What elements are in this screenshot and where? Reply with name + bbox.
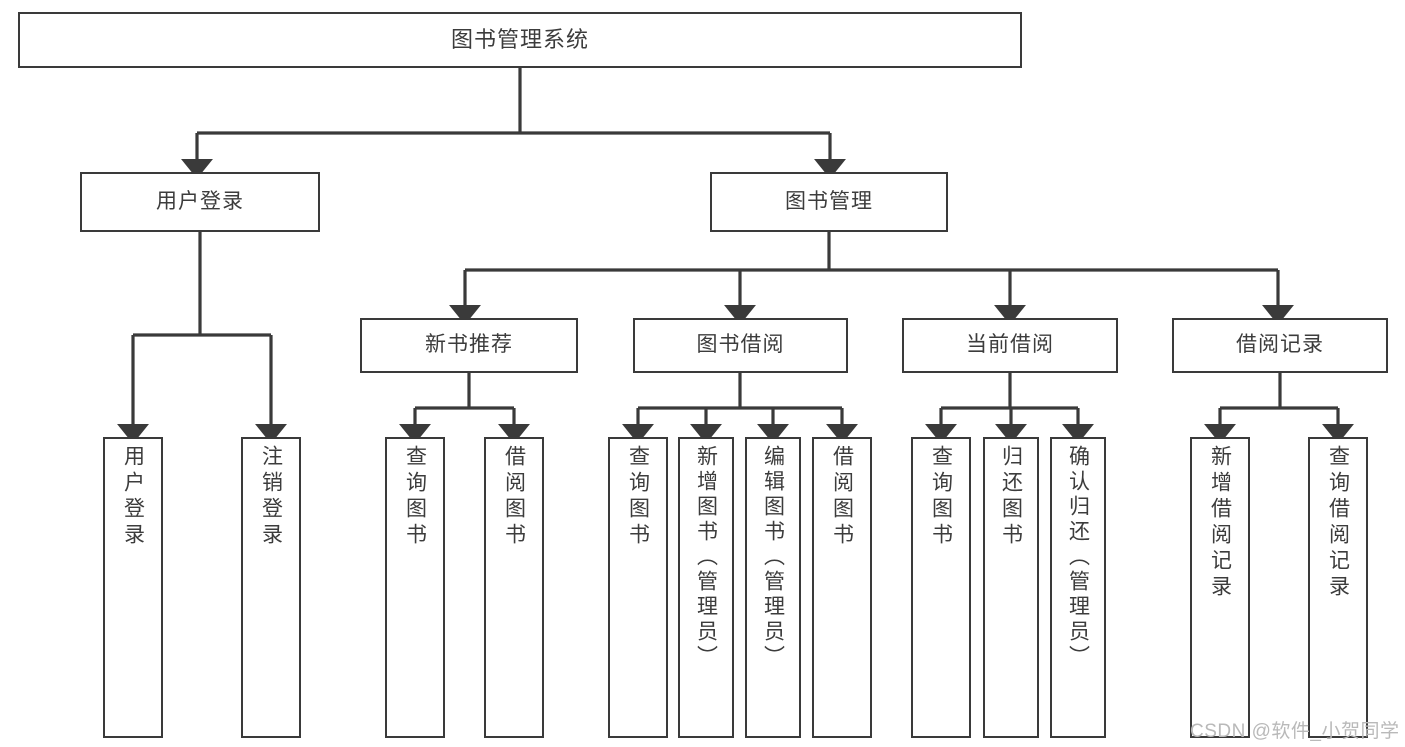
node-book-borrow[interactable]: 图书借阅 bbox=[633, 318, 848, 373]
node-label: 确认归还（管理员） bbox=[1066, 445, 1090, 670]
node-label: 借阅记录 bbox=[1236, 333, 1324, 357]
node-leaf-add-borrow-record[interactable]: 新增借阅记录 bbox=[1190, 437, 1250, 738]
node-user-login[interactable]: 用户登录 bbox=[80, 172, 320, 232]
node-label: 新增借阅记录 bbox=[1208, 445, 1232, 601]
node-label: 借阅图书 bbox=[830, 445, 854, 549]
node-label: 新增图书（管理员） bbox=[694, 445, 718, 670]
node-label: 查询图书 bbox=[626, 445, 650, 549]
node-label: 图书管理 bbox=[785, 189, 873, 213]
node-label: 当前借阅 bbox=[966, 333, 1054, 357]
node-leaf-confirm-return-admin[interactable]: 确认归还（管理员） bbox=[1050, 437, 1106, 738]
node-label: 图书管理系统 bbox=[450, 27, 589, 53]
node-leaf-return-books[interactable]: 归还图书 bbox=[983, 437, 1039, 738]
node-label: 查询图书 bbox=[929, 445, 953, 549]
node-leaf-query-books-new[interactable]: 查询图书 bbox=[385, 437, 445, 738]
node-label: 注销登录 bbox=[259, 445, 283, 549]
node-label: 用户登录 bbox=[121, 445, 145, 549]
node-leaf-query-books-borrow[interactable]: 查询图书 bbox=[608, 437, 668, 738]
node-leaf-query-books-current[interactable]: 查询图书 bbox=[911, 437, 971, 738]
node-root-system[interactable]: 图书管理系统 bbox=[18, 12, 1022, 68]
node-label: 查询借阅记录 bbox=[1326, 445, 1350, 601]
node-leaf-borrow-books[interactable]: 借阅图书 bbox=[812, 437, 872, 738]
node-label: 归还图书 bbox=[999, 445, 1023, 549]
node-label: 图书借阅 bbox=[696, 333, 785, 357]
node-label: 新书推荐 bbox=[425, 333, 513, 357]
node-label: 编辑图书（管理员） bbox=[761, 445, 785, 670]
node-leaf-edit-book-admin[interactable]: 编辑图书（管理员） bbox=[745, 437, 801, 738]
node-label: 查询图书 bbox=[403, 445, 427, 549]
node-new-book-recommend[interactable]: 新书推荐 bbox=[360, 318, 578, 373]
node-current-borrow[interactable]: 当前借阅 bbox=[902, 318, 1118, 373]
node-borrow-records[interactable]: 借阅记录 bbox=[1172, 318, 1388, 373]
node-label: 用户登录 bbox=[156, 189, 244, 213]
node-book-management[interactable]: 图书管理 bbox=[710, 172, 948, 232]
node-leaf-user-login[interactable]: 用户登录 bbox=[103, 437, 163, 738]
node-leaf-borrow-books-new[interactable]: 借阅图书 bbox=[484, 437, 544, 738]
node-leaf-add-book-admin[interactable]: 新增图书（管理员） bbox=[678, 437, 734, 738]
node-leaf-logout[interactable]: 注销登录 bbox=[241, 437, 301, 738]
node-label: 借阅图书 bbox=[502, 445, 526, 549]
csdn-watermark: CSDN @软件_小贺同学 bbox=[1190, 721, 1400, 742]
node-leaf-query-borrow-record[interactable]: 查询借阅记录 bbox=[1308, 437, 1368, 738]
